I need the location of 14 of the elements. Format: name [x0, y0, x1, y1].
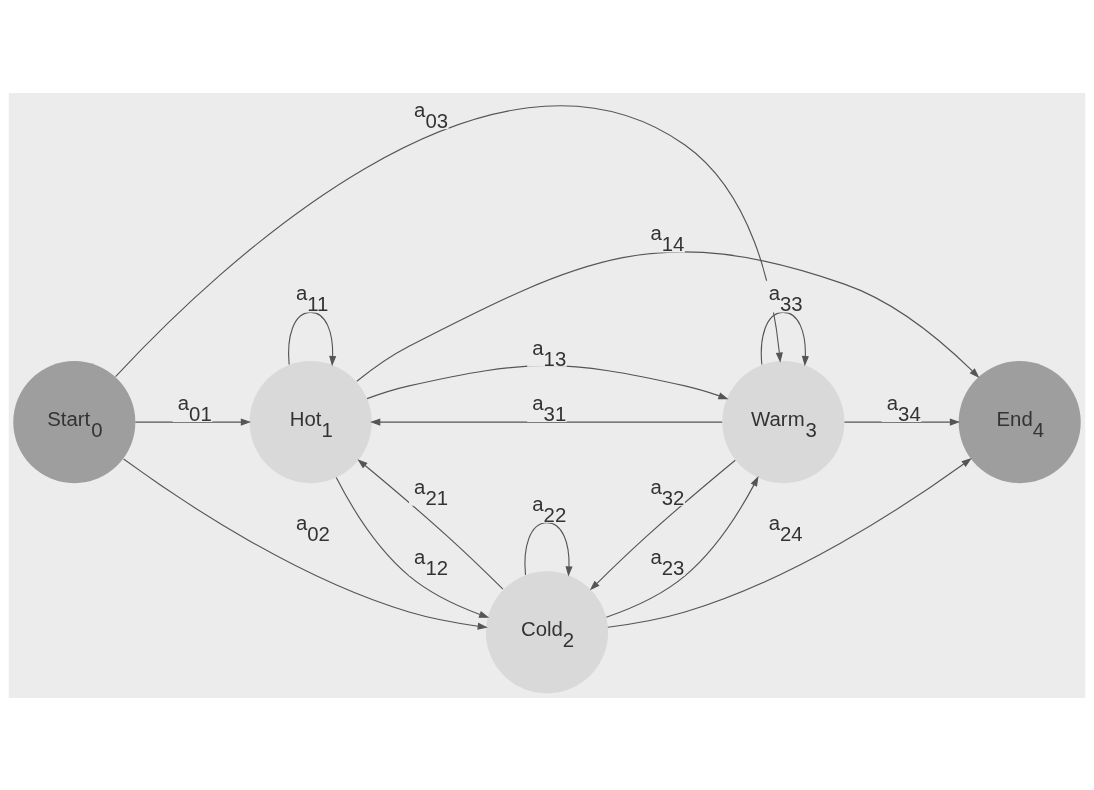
- arrow: [357, 458, 504, 590]
- arrow: [335, 476, 490, 618]
- arrow: [843, 418, 961, 426]
- arrow: [370, 418, 723, 426]
- arrow: [134, 418, 251, 426]
- arrow: [356, 250, 980, 382]
- arrow: [115, 105, 783, 377]
- arrow: [366, 364, 729, 399]
- arrow: [760, 311, 809, 366]
- arrow: [607, 457, 972, 628]
- arrow: [123, 457, 488, 630]
- arrow: [288, 311, 337, 366]
- arrow: [589, 459, 736, 590]
- arrow: [524, 521, 573, 577]
